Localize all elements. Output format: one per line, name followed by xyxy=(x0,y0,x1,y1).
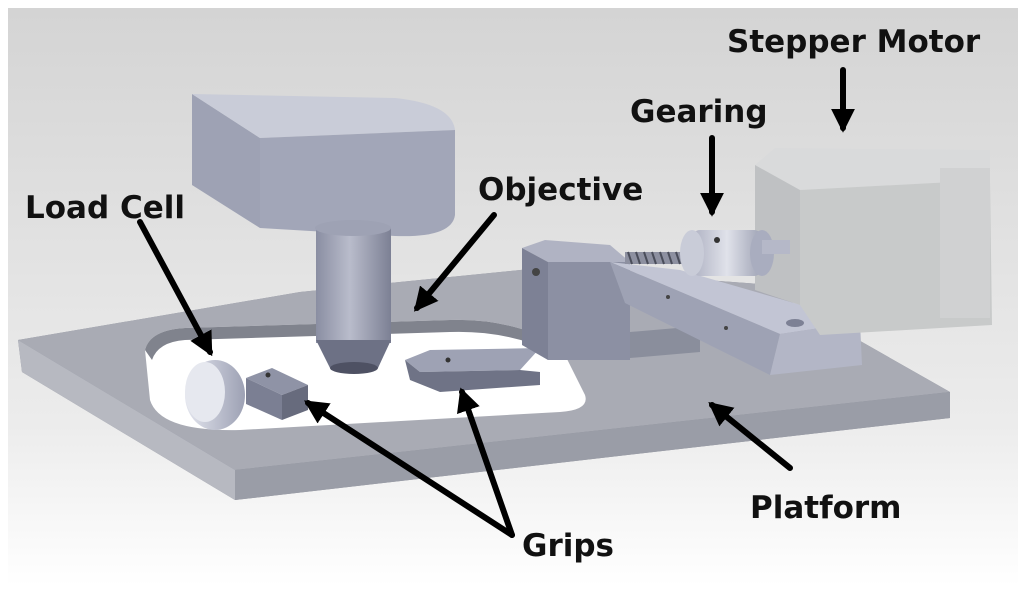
lead-arm xyxy=(610,262,862,375)
label-gearing: Gearing xyxy=(630,94,768,130)
label-platform: Platform xyxy=(750,490,901,526)
objective-housing xyxy=(192,94,455,374)
arrow-objective xyxy=(413,212,497,312)
label-grips: Grips xyxy=(522,528,614,564)
label-objective: Objective xyxy=(478,172,643,208)
arrow-load-cell xyxy=(137,219,213,357)
load-cell xyxy=(185,360,245,430)
callout-arrows xyxy=(137,67,855,538)
stepper-motor xyxy=(755,148,992,335)
lead-screw xyxy=(625,251,695,265)
gearing-coupling xyxy=(680,230,790,276)
label-stepper-motor: Stepper Motor xyxy=(727,24,981,60)
carriage-block xyxy=(522,240,700,360)
label-load-cell: Load Cell xyxy=(25,190,185,226)
arrow-grips-left xyxy=(303,400,515,538)
arrow-grips-right xyxy=(457,387,515,538)
grip-right xyxy=(405,348,540,392)
grip-left xyxy=(246,368,308,420)
arrow-platform xyxy=(708,401,793,471)
